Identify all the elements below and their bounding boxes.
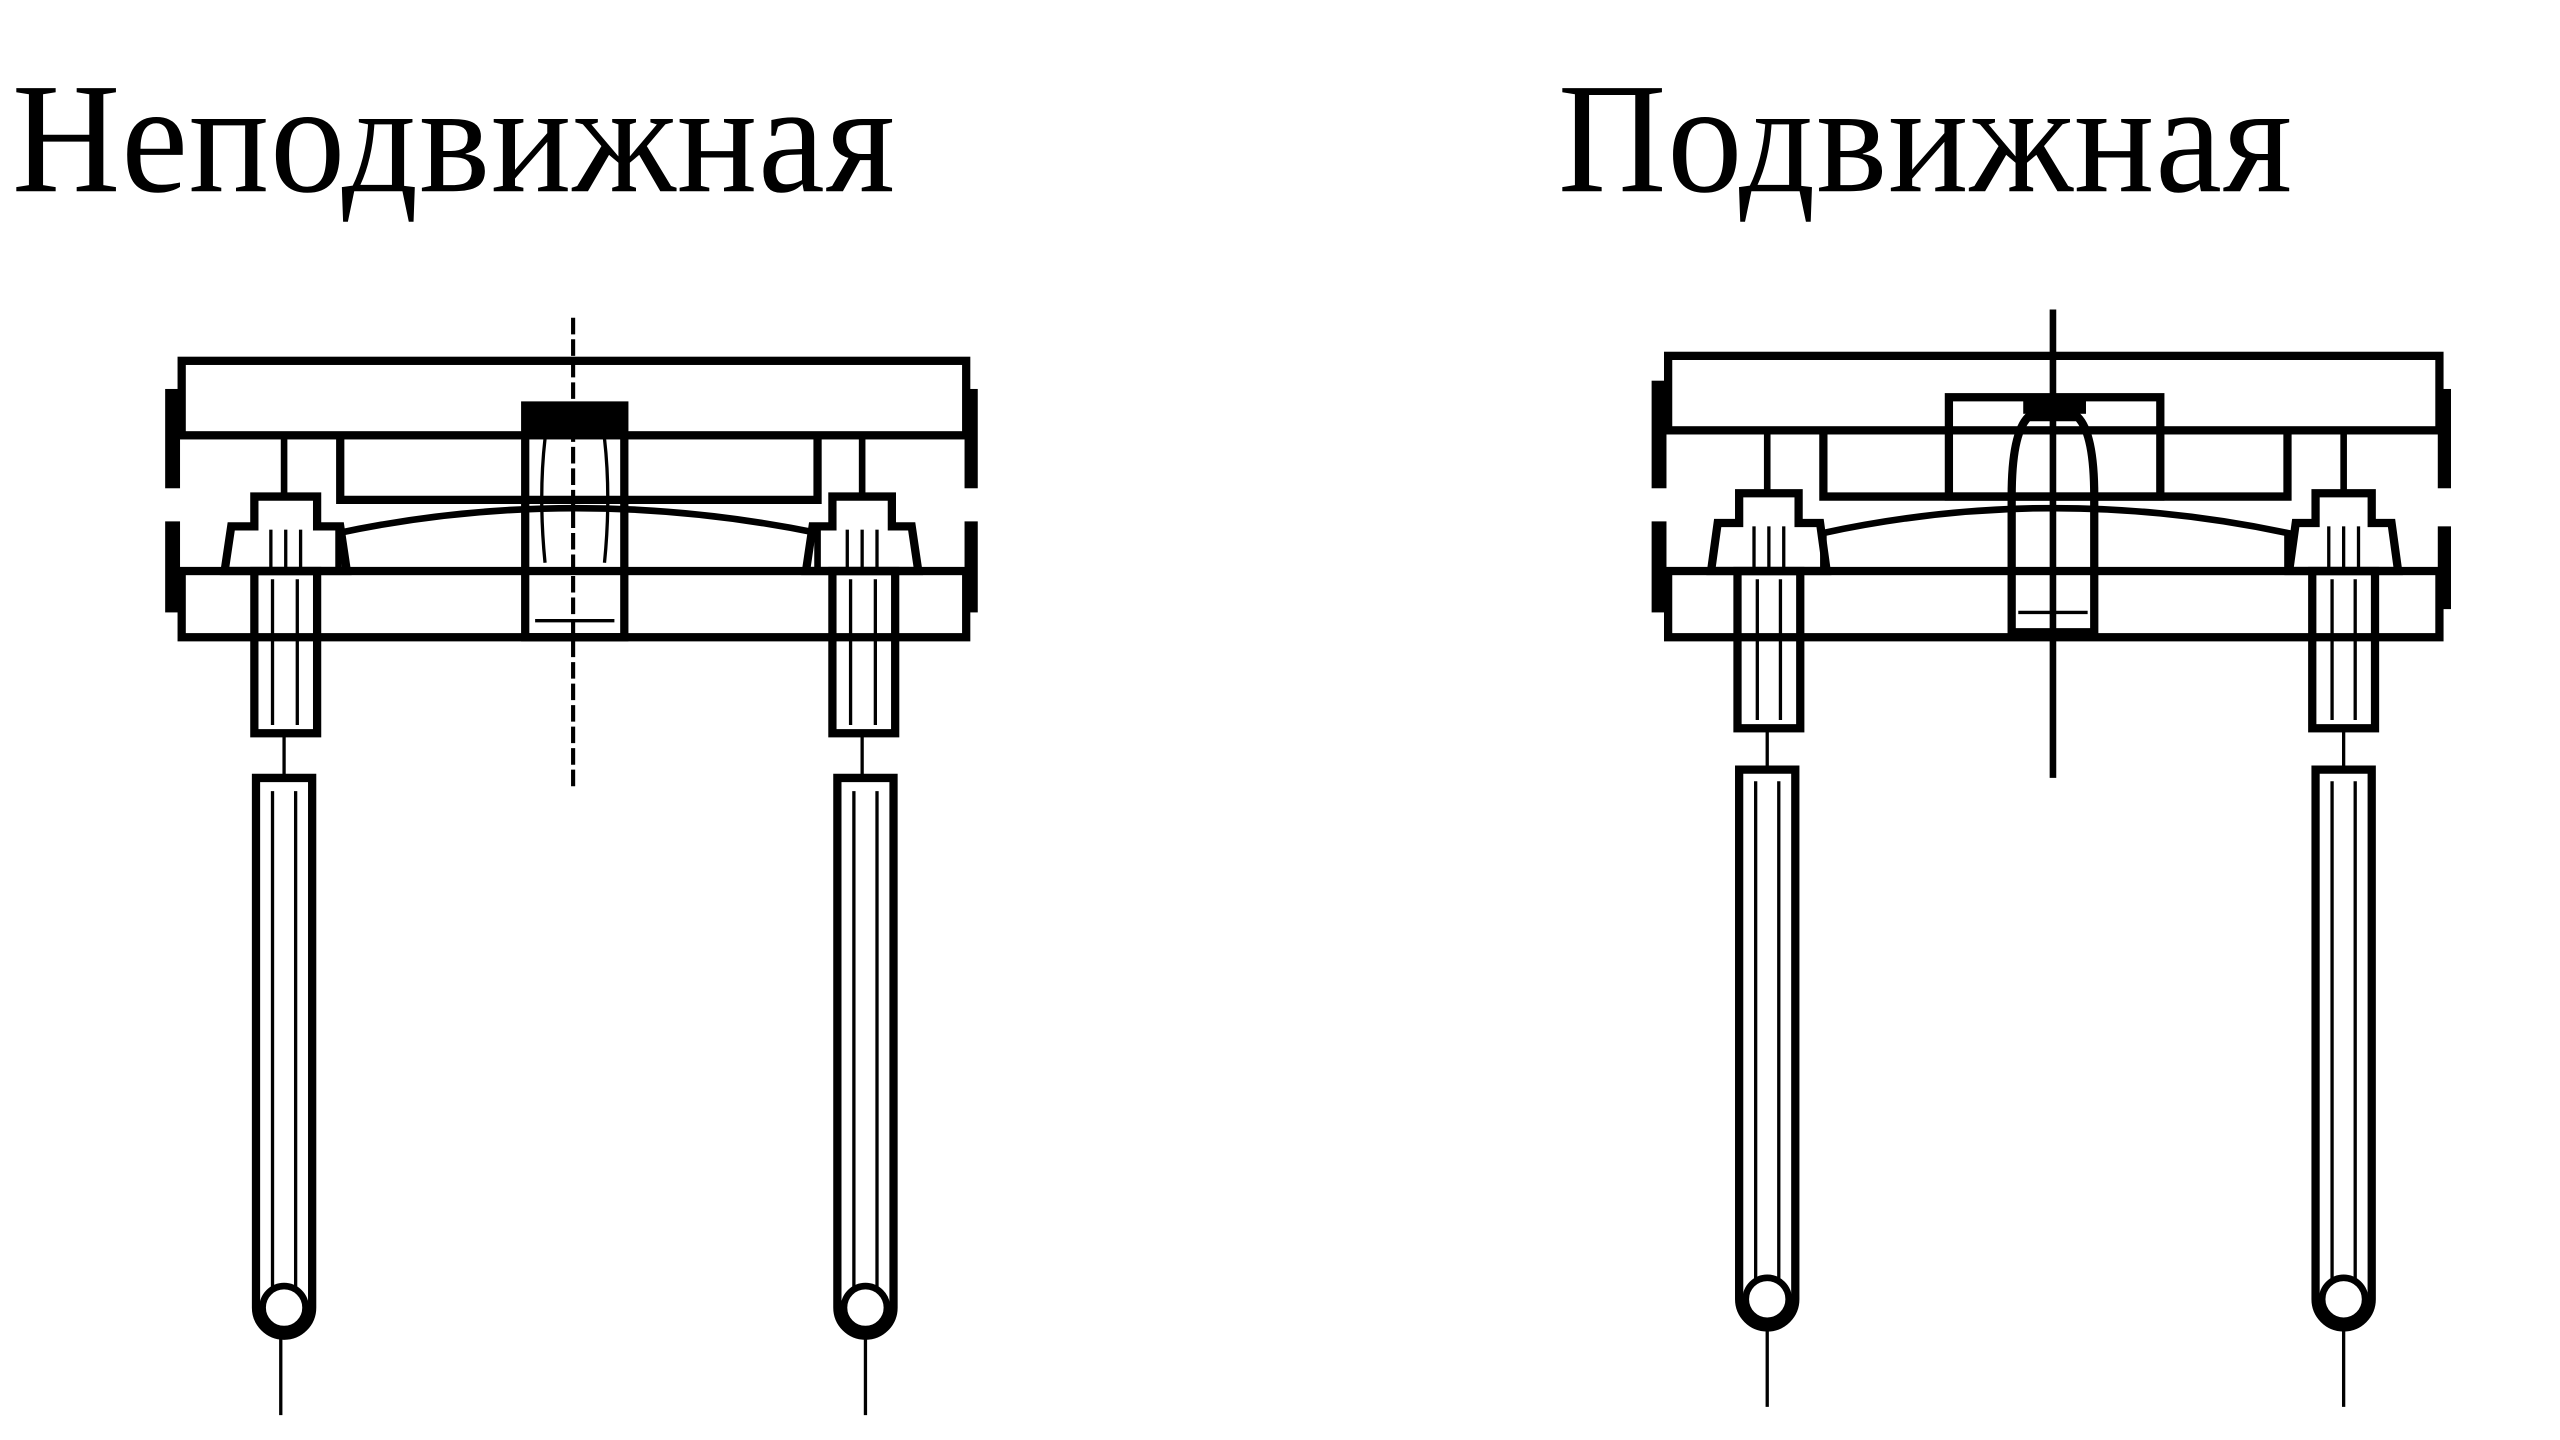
left-tie-rod bbox=[251, 773, 317, 1340]
central-lug bbox=[521, 405, 628, 439]
panel-title-fixed: Неподвижная bbox=[12, 51, 896, 226]
fixed-support-drawing bbox=[165, 317, 978, 1416]
panel-title-movable: Подвижная bbox=[1558, 51, 2293, 226]
right-tie-rod bbox=[2311, 765, 2376, 1332]
movable-support-drawing bbox=[1651, 309, 2451, 1407]
left-tie-rod bbox=[1735, 765, 1800, 1332]
right-tie-rod bbox=[833, 773, 898, 1340]
